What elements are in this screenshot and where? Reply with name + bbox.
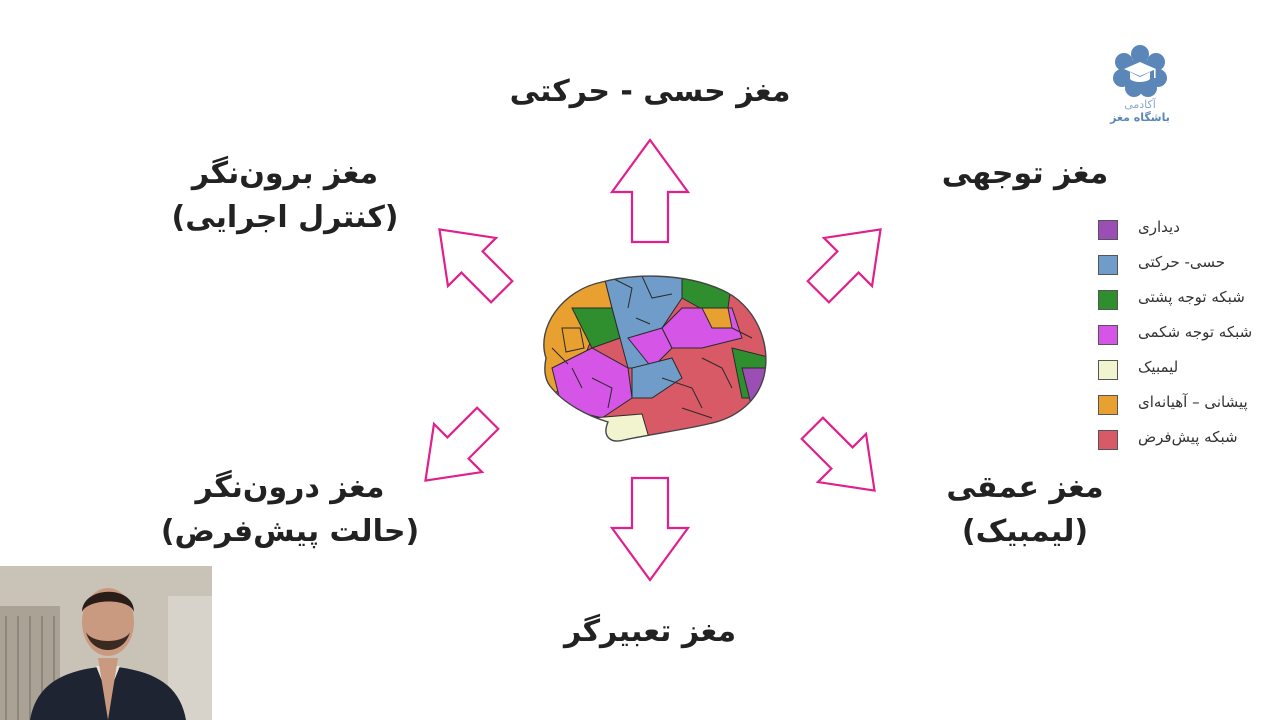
label-sensorimotor: مغز حسی - حرکتی (490, 70, 810, 114)
legend-swatch (1098, 395, 1118, 415)
legend-label: حسی- حرکتی (1138, 253, 1226, 271)
label-deep-line2: (لیمبیک) (961, 514, 1089, 549)
legend-label: شبکه توجه شکمی (1138, 323, 1253, 341)
legend-item: پیشانی – آهیانه‌ای (1094, 389, 1274, 423)
presenter-figure (0, 566, 212, 720)
arrow-up-left (438, 228, 514, 304)
legend-label: شبکه توجه پشتی (1138, 288, 1245, 306)
arrow-up (609, 138, 691, 244)
legend-swatch (1098, 360, 1118, 380)
legend-swatch (1098, 290, 1118, 310)
legend-item: دیداری (1094, 214, 1274, 248)
label-attention-text: مغز توجهی (941, 156, 1109, 191)
label-introvert-line2: (حالت پیش‌فرض) (160, 514, 420, 549)
arrow-up-right (806, 228, 882, 304)
label-attention: مغز توجهی (920, 152, 1130, 196)
logo-line1: آکادمی (1124, 98, 1156, 111)
legend-label: پیشانی – آهیانه‌ای (1138, 393, 1248, 411)
brain-cap-logo-icon (1113, 45, 1167, 97)
label-extrovert: مغز برون‌نگر (کنترل اجرایی) (150, 152, 420, 240)
legend-swatch (1098, 220, 1118, 240)
legend-swatch (1098, 325, 1118, 345)
legend-label: دیداری (1138, 218, 1180, 236)
academy-logo: آکادمی باشگاه مغز (1104, 44, 1176, 134)
legend-item: شبکه پیش‌فرض (1094, 424, 1274, 458)
legend-item: لیمبیک (1094, 354, 1274, 388)
logo-line2: باشگاه مغز (1110, 111, 1170, 124)
arrow-down-right (800, 416, 876, 492)
label-deep-line1: مغز عمقی (946, 470, 1104, 505)
arrow-down (609, 476, 691, 582)
legend-label: لیمبیک (1138, 358, 1179, 376)
label-interpreter-text: مغز تعبیرگر (563, 614, 737, 649)
label-extrovert-line2: (کنترل اجرایی) (171, 200, 399, 235)
label-introvert: مغز درون‌نگر (حالت پیش‌فرض) (150, 466, 430, 554)
label-interpreter: مغز تعبیرگر (530, 610, 770, 654)
label-sensorimotor-text: مغز حسی - حرکتی (509, 74, 791, 109)
legend-item: شبکه توجه شکمی (1094, 319, 1274, 353)
legend-swatch (1098, 255, 1118, 275)
label-deep: مغز عمقی (لیمبیک) (930, 466, 1120, 554)
brain-parcellation-image (543, 275, 767, 442)
presenter-webcam (0, 566, 212, 720)
label-extrovert-line1: مغز برون‌نگر (191, 156, 379, 191)
legend-label: شبکه پیش‌فرض (1138, 428, 1238, 446)
label-introvert-line1: مغز درون‌نگر (195, 470, 385, 505)
legend-swatch (1098, 430, 1118, 450)
legend-item: حسی- حرکتی (1094, 249, 1274, 283)
arrow-down-left (424, 406, 500, 482)
legend-item: شبکه توجه پشتی (1094, 284, 1274, 318)
